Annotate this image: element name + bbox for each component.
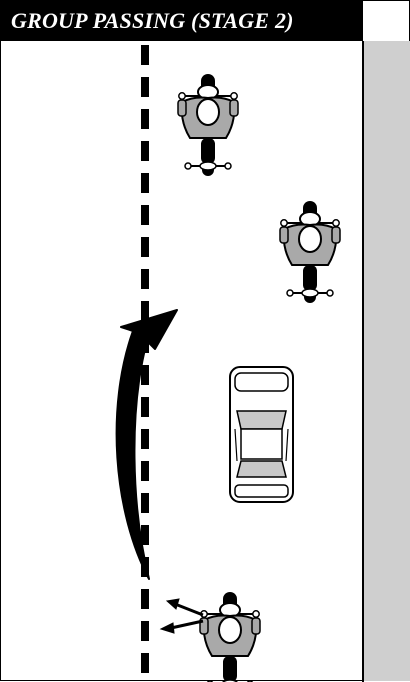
motorcycle-icon: [178, 74, 238, 176]
double-arrow-icon: [161, 599, 203, 633]
motorcycle-icon: [200, 592, 260, 682]
motorcycle-icon: [280, 201, 340, 303]
car-icon: [230, 367, 293, 502]
page-title: GROUP PASSING (STAGE 2): [11, 8, 294, 34]
shoulder: [363, 41, 410, 681]
title-bar: GROUP PASSING (STAGE 2): [1, 1, 363, 41]
